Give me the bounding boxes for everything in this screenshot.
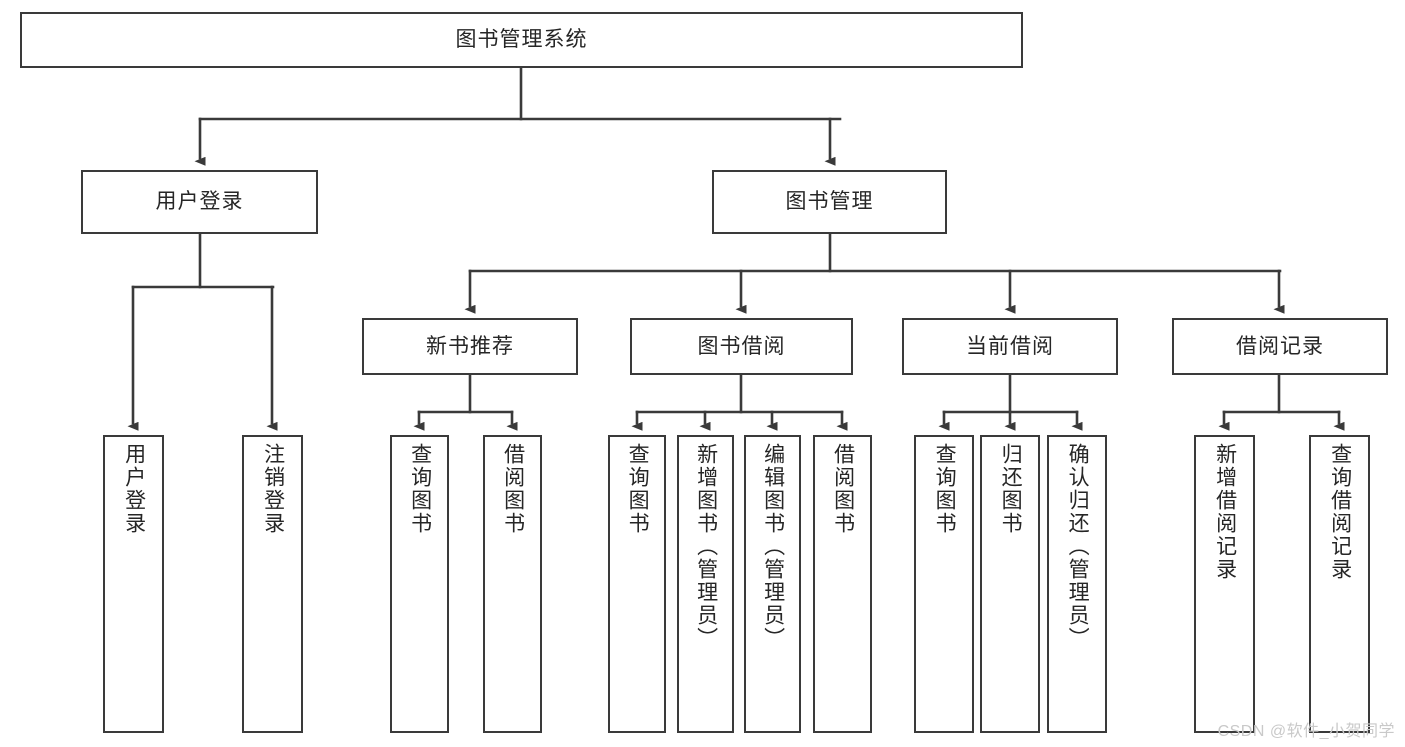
node-system-root[interactable]: 图书管理系统 bbox=[20, 12, 1023, 68]
node-label: 确认归还（管理员） bbox=[1066, 443, 1090, 650]
node-label: 查询借阅记录 bbox=[1328, 443, 1352, 581]
node-label: 新增图书（管理员） bbox=[694, 443, 718, 650]
node-label: 新增借阅记录 bbox=[1213, 443, 1237, 581]
node-book-management[interactable]: 图书管理 bbox=[712, 170, 947, 234]
leaf-user-login[interactable]: 用户登录 bbox=[103, 435, 164, 733]
leaf-newbook-query-book[interactable]: 查询图书 bbox=[390, 435, 449, 733]
leaf-current-query-book[interactable]: 查询图书 bbox=[914, 435, 974, 733]
csdn-watermark: CSDN @软件_小贺同学 bbox=[1217, 723, 1395, 740]
leaf-borrow-add-book-admin[interactable]: 新增图书（管理员） bbox=[677, 435, 734, 733]
leaf-newbook-borrow-book[interactable]: 借阅图书 bbox=[483, 435, 542, 733]
node-label: 当前借阅 bbox=[966, 334, 1054, 358]
node-new-book-recommend[interactable]: 新书推荐 bbox=[362, 318, 578, 375]
leaf-borrow-borrow-book[interactable]: 借阅图书 bbox=[813, 435, 872, 733]
node-label: 图书管理系统 bbox=[455, 28, 588, 52]
node-label: 注销登录 bbox=[261, 443, 285, 535]
leaf-record-add-record[interactable]: 新增借阅记录 bbox=[1194, 435, 1255, 733]
node-user-login[interactable]: 用户登录 bbox=[81, 170, 318, 234]
node-label: 查询图书 bbox=[626, 443, 650, 535]
node-label: 图书管理 bbox=[785, 190, 874, 214]
node-label: 新书推荐 bbox=[426, 334, 514, 358]
node-label: 图书借阅 bbox=[697, 334, 786, 358]
node-label: 查询图书 bbox=[933, 443, 957, 535]
node-book-borrow[interactable]: 图书借阅 bbox=[630, 318, 853, 375]
node-label: 借阅图书 bbox=[501, 443, 525, 535]
leaf-current-return-book[interactable]: 归还图书 bbox=[980, 435, 1040, 733]
leaf-record-query-record[interactable]: 查询借阅记录 bbox=[1309, 435, 1370, 733]
leaf-borrow-query-book[interactable]: 查询图书 bbox=[608, 435, 666, 733]
node-label: 编辑图书（管理员） bbox=[761, 443, 785, 650]
node-label: 借阅图书 bbox=[831, 443, 855, 535]
leaf-borrow-edit-book-admin[interactable]: 编辑图书（管理员） bbox=[744, 435, 801, 733]
node-current-borrow[interactable]: 当前借阅 bbox=[902, 318, 1118, 375]
node-label: 借阅记录 bbox=[1236, 334, 1324, 358]
node-label: 查询图书 bbox=[408, 443, 432, 535]
node-borrow-record[interactable]: 借阅记录 bbox=[1172, 318, 1388, 375]
node-label: 用户登录 bbox=[122, 443, 146, 535]
leaf-current-confirm-return-admin[interactable]: 确认归还（管理员） bbox=[1047, 435, 1107, 733]
leaf-logout[interactable]: 注销登录 bbox=[242, 435, 303, 733]
node-label: 用户登录 bbox=[155, 190, 244, 214]
node-label: 归还图书 bbox=[999, 443, 1023, 535]
